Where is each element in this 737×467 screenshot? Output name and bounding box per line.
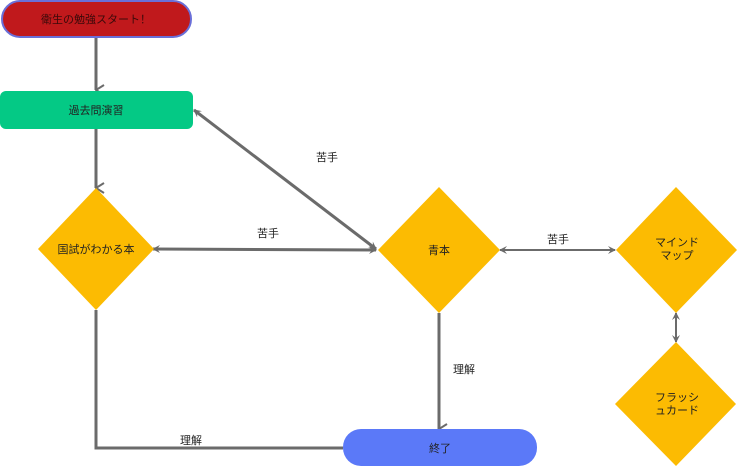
node-blue-book[interactable]: 青本	[378, 187, 500, 313]
node-mind-map-label-line2: マップ	[661, 249, 694, 262]
node-mind-map-label-line1: マインド	[655, 236, 699, 249]
node-mind-map[interactable]: マインド マップ	[616, 187, 737, 313]
node-past-exams-label: 過去問演習	[69, 103, 124, 117]
node-start[interactable]: 衛生の勉強スタート！	[1, 0, 192, 38]
edge-label-blue-mind: 苦手	[547, 232, 569, 246]
edge-label-kokushi-end: 理解	[180, 433, 202, 447]
node-start-label: 衛生の勉強スタート！	[41, 12, 151, 26]
edge-label-past-blue: 苦手	[316, 150, 338, 164]
node-past-exams[interactable]: 過去問演習	[0, 91, 193, 129]
node-kokushi-book[interactable]: 国試がわかる本	[38, 188, 154, 310]
node-kokushi-book-label: 国試がわかる本	[58, 242, 135, 256]
node-flash-card[interactable]: フラッシ ュカード	[615, 342, 736, 466]
edge-kokushi-book-to-end	[94, 310, 343, 450]
edge-kokushi-blue-book	[152, 245, 377, 254]
edge-label-kokushi-blue: 苦手	[257, 226, 279, 240]
edge-past-exams-blue-book	[193, 108, 377, 251]
node-blue-book-label: 青本	[428, 243, 450, 257]
node-flash-card-label-line2: ュカード	[655, 404, 699, 417]
edge-label-blue-end: 理解	[453, 362, 475, 376]
node-end[interactable]: 終了	[343, 429, 537, 466]
node-flash-card-label-line1: フラッシ	[655, 391, 699, 404]
node-end-label: 終了	[429, 441, 451, 455]
